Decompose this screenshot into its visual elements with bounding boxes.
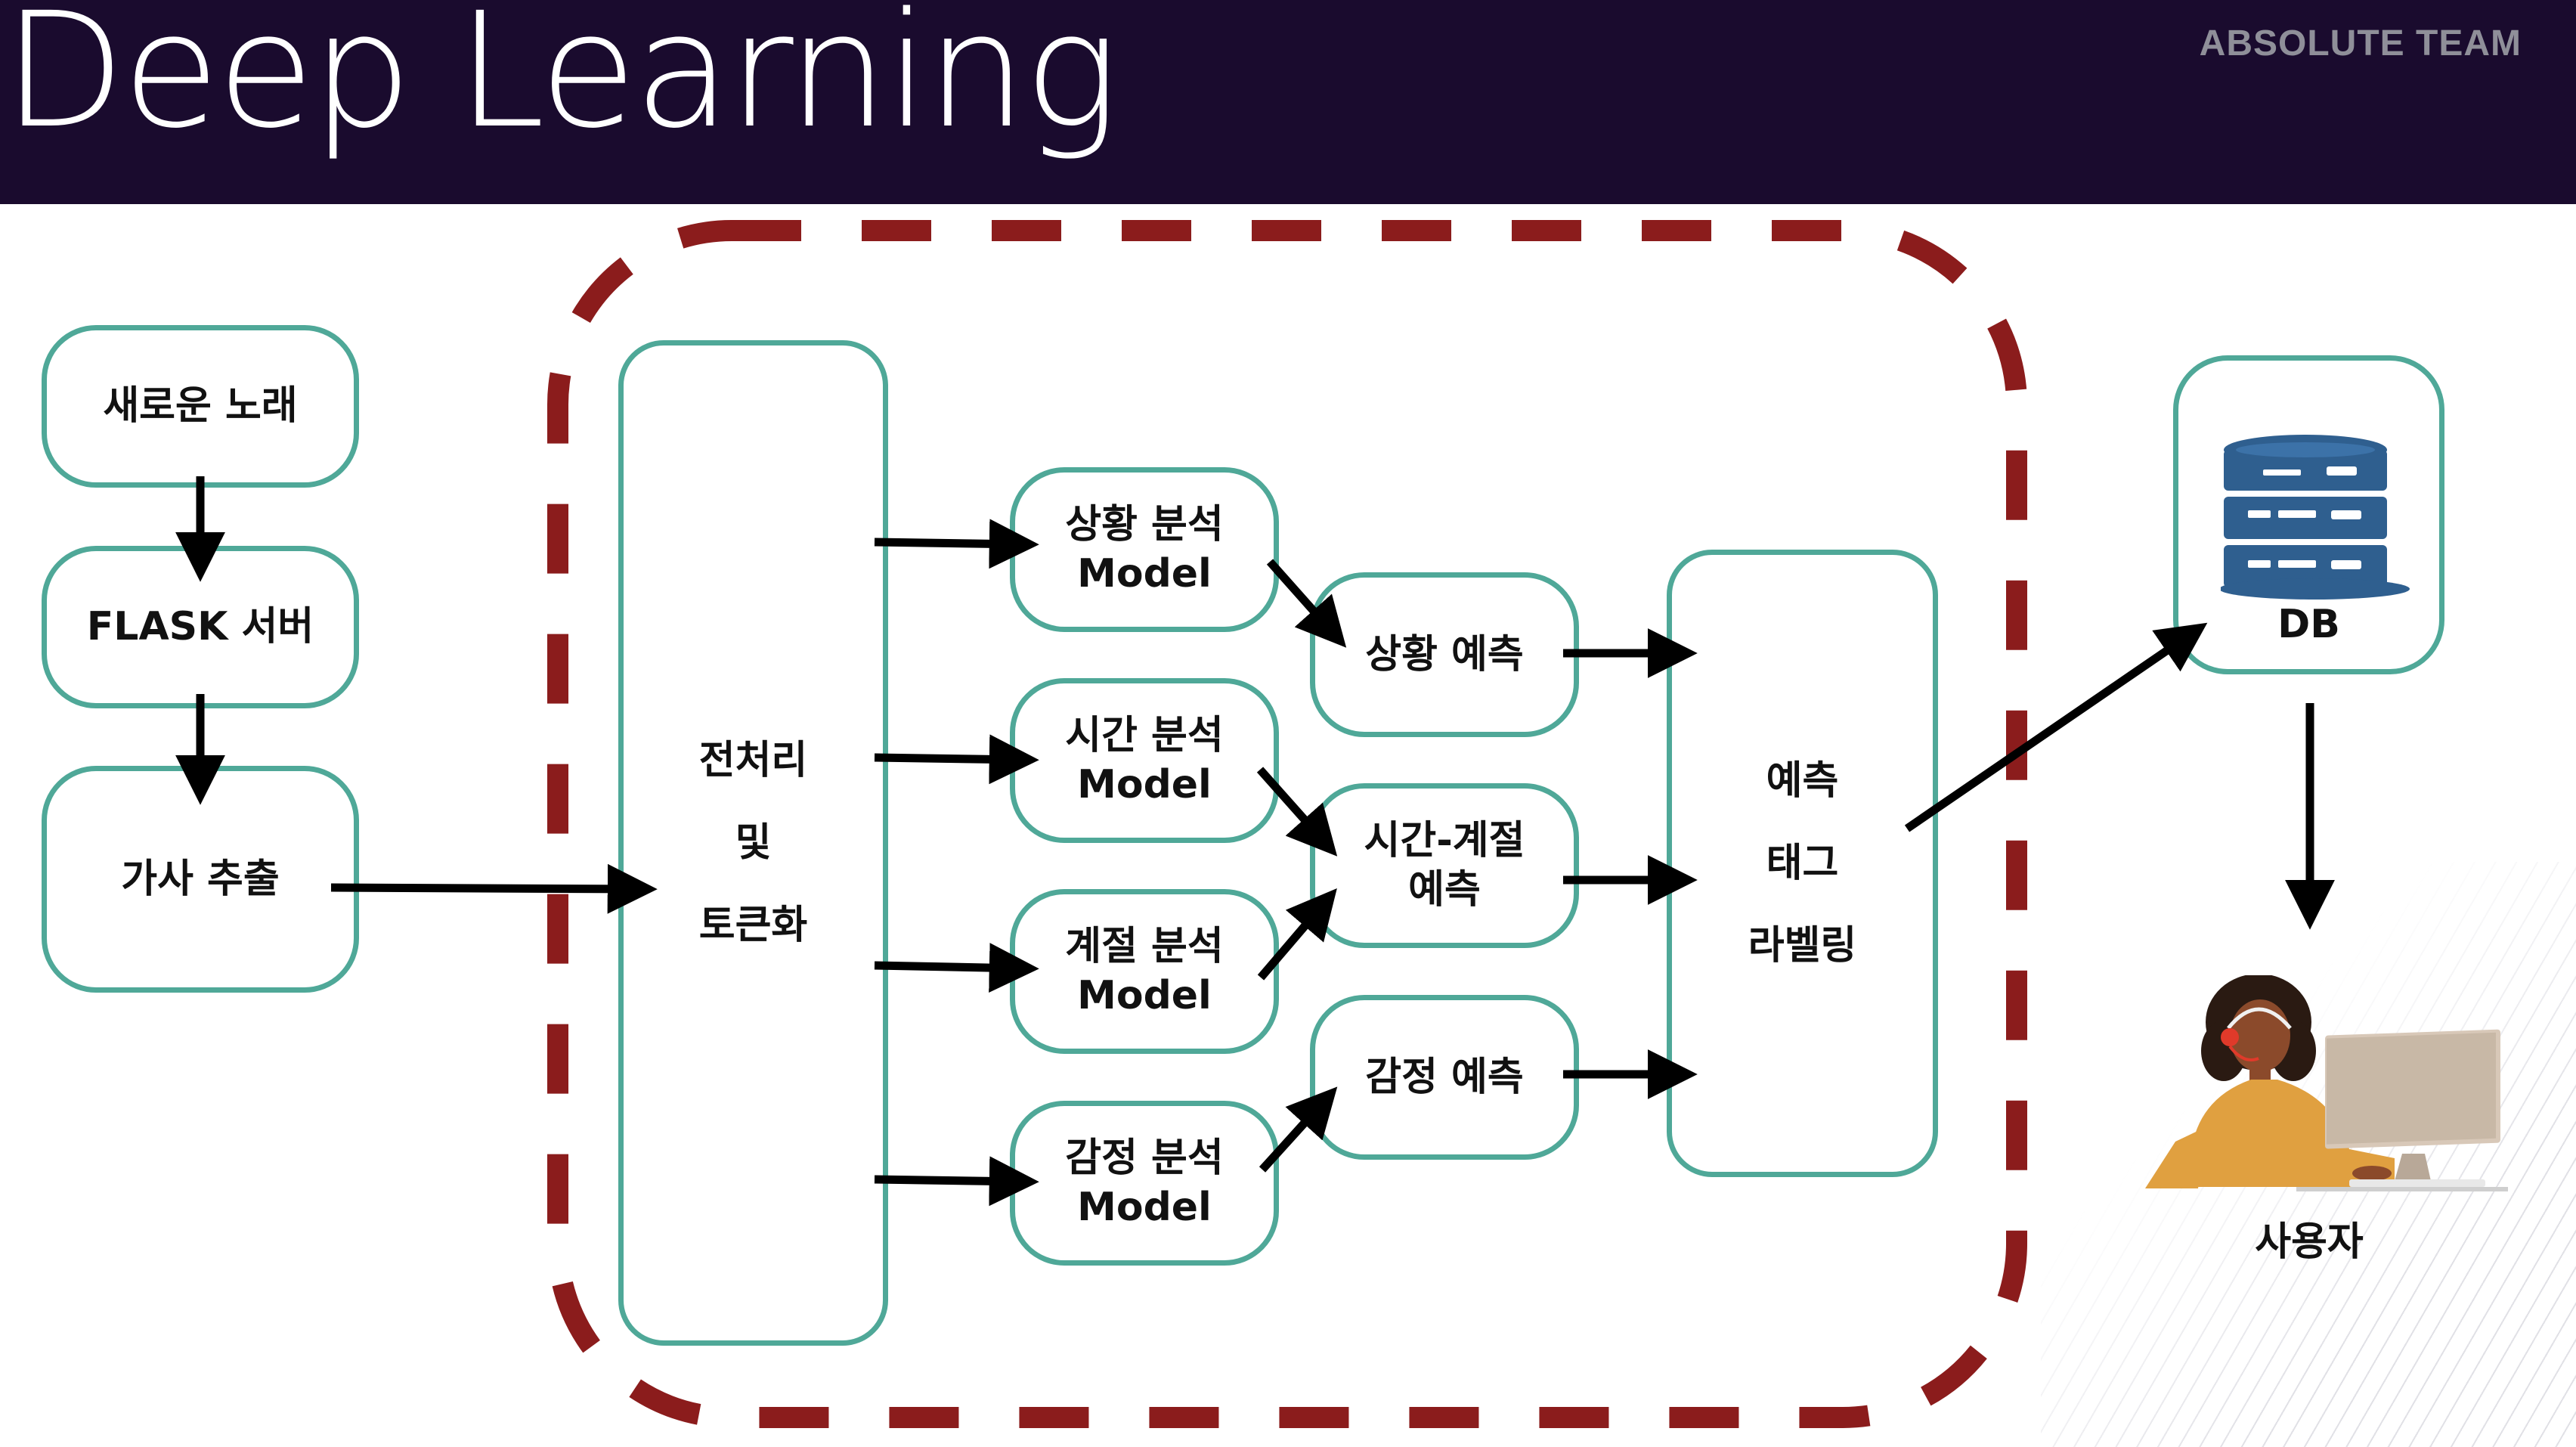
model-line2: Model: [1077, 1185, 1212, 1230]
arrow-situation-model-to-prediction: [1266, 559, 1347, 648]
database-icon: [2221, 435, 2410, 600]
lyrics-extract-label: 가사 추출: [121, 856, 280, 902]
time-season-prediction-box: 시간-계절 예측: [1310, 783, 1579, 948]
page-title: Deep Learning: [3, 0, 1119, 163]
arrow-time-model-to-prediction: [1256, 767, 1338, 857]
model-line1: 상황 분석: [1065, 502, 1224, 547]
user-at-computer-icon: [2145, 975, 2508, 1191]
labeling-line3: 라벨링: [1748, 922, 1857, 968]
model-line2: Model: [1077, 551, 1212, 596]
arrow-preprocess-to-season: [874, 943, 1039, 993]
user-label: 사용자: [2255, 1219, 2364, 1265]
header-bar: Deep Learning ABSOLUTE TEAM: [0, 0, 2576, 204]
prediction-line1: 시간-계절: [1364, 818, 1525, 863]
model-line1: 계절 분석: [1065, 924, 1224, 969]
arrow-lyrics-to-preprocess: [330, 863, 658, 914]
prediction-line2: 예측: [1408, 867, 1481, 913]
db-label: DB: [2277, 602, 2340, 647]
situation-prediction-box: 상황 예측: [1310, 572, 1579, 737]
arrow-emotion-model-to-prediction: [1259, 1086, 1338, 1173]
season-model-box: 계절 분석 Model: [1010, 889, 1279, 1054]
arrow-preprocess-to-situation: [874, 519, 1039, 569]
prediction-line1: 감정 예측: [1365, 1054, 1524, 1100]
preprocess-line2: 및: [735, 820, 772, 866]
time-model-box: 시간 분석 Model: [1010, 678, 1279, 843]
preprocess-box: 전처리 및 토큰화: [618, 340, 888, 1346]
arrow-preprocess-to-time: [874, 734, 1039, 785]
new-song-label: 새로운 노래: [103, 383, 298, 429]
db-box: DB: [2173, 355, 2444, 674]
preprocess-line3: 토큰화: [698, 902, 808, 948]
arrow-season-model-to-prediction: [1257, 888, 1337, 981]
arrow-labeling-to-db: [1904, 622, 2208, 832]
model-line2: Model: [1077, 762, 1212, 807]
team-name: ABSOLUTE TEAM: [2199, 23, 2522, 64]
arrow-preprocess-to-emotion: [874, 1156, 1039, 1207]
model-line2: Model: [1077, 973, 1212, 1018]
model-line1: 감정 분석: [1065, 1136, 1224, 1181]
prediction-line1: 상황 예측: [1365, 631, 1524, 677]
tag-labeling-box: 예측 태그 라벨링: [1667, 550, 1938, 1177]
preprocess-line1: 전처리: [698, 737, 808, 783]
labeling-line1: 예측: [1766, 758, 1839, 804]
flask-server-label: FLASK 서버: [86, 604, 314, 649]
new-song-box: 새로운 노래: [42, 325, 359, 488]
situation-model-box: 상황 분석 Model: [1010, 467, 1279, 632]
model-line1: 시간 분석: [1065, 713, 1224, 758]
labeling-line2: 태그: [1766, 840, 1839, 886]
